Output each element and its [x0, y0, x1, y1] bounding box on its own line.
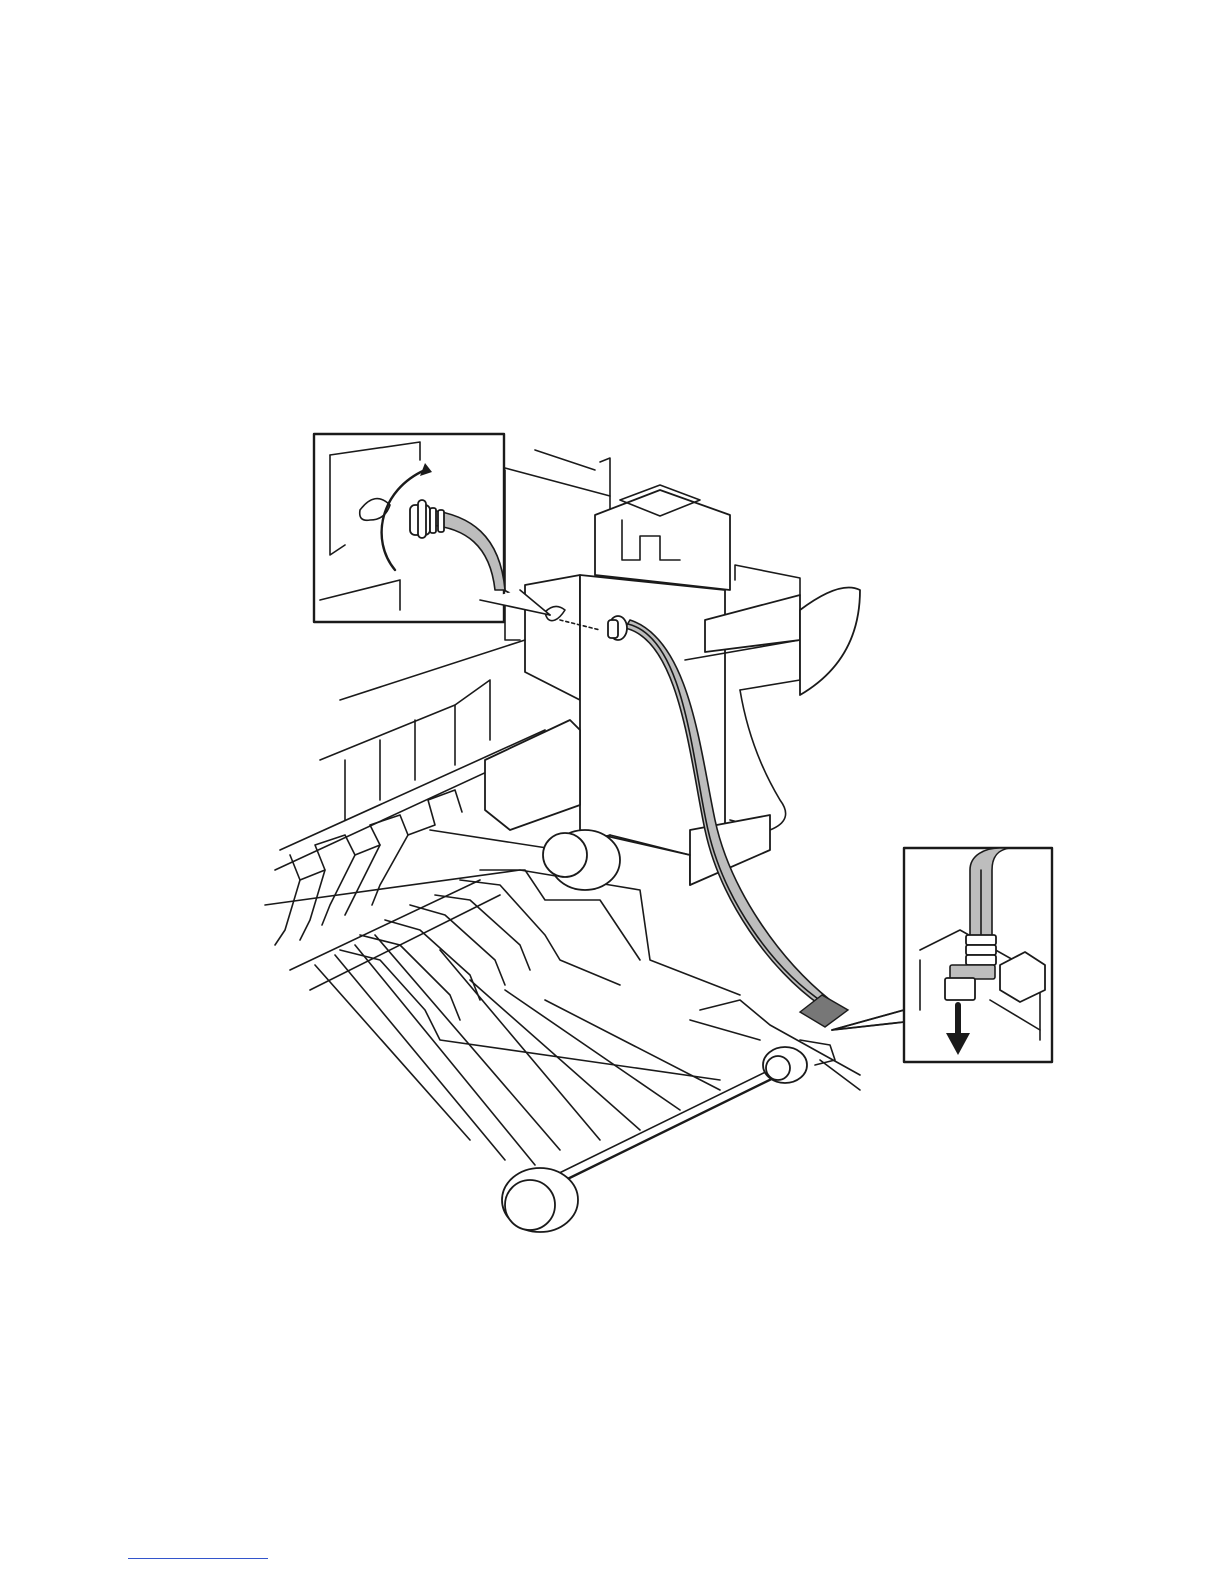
callout-connector-pull-down: [832, 848, 1052, 1062]
tray-shaft: [502, 1000, 860, 1232]
tray-fins: [315, 870, 720, 1165]
paper-tray: [265, 830, 860, 1232]
cable-connector: [800, 995, 848, 1027]
footer-rule: [128, 1558, 268, 1559]
callout-clip-rotate: [314, 434, 550, 622]
